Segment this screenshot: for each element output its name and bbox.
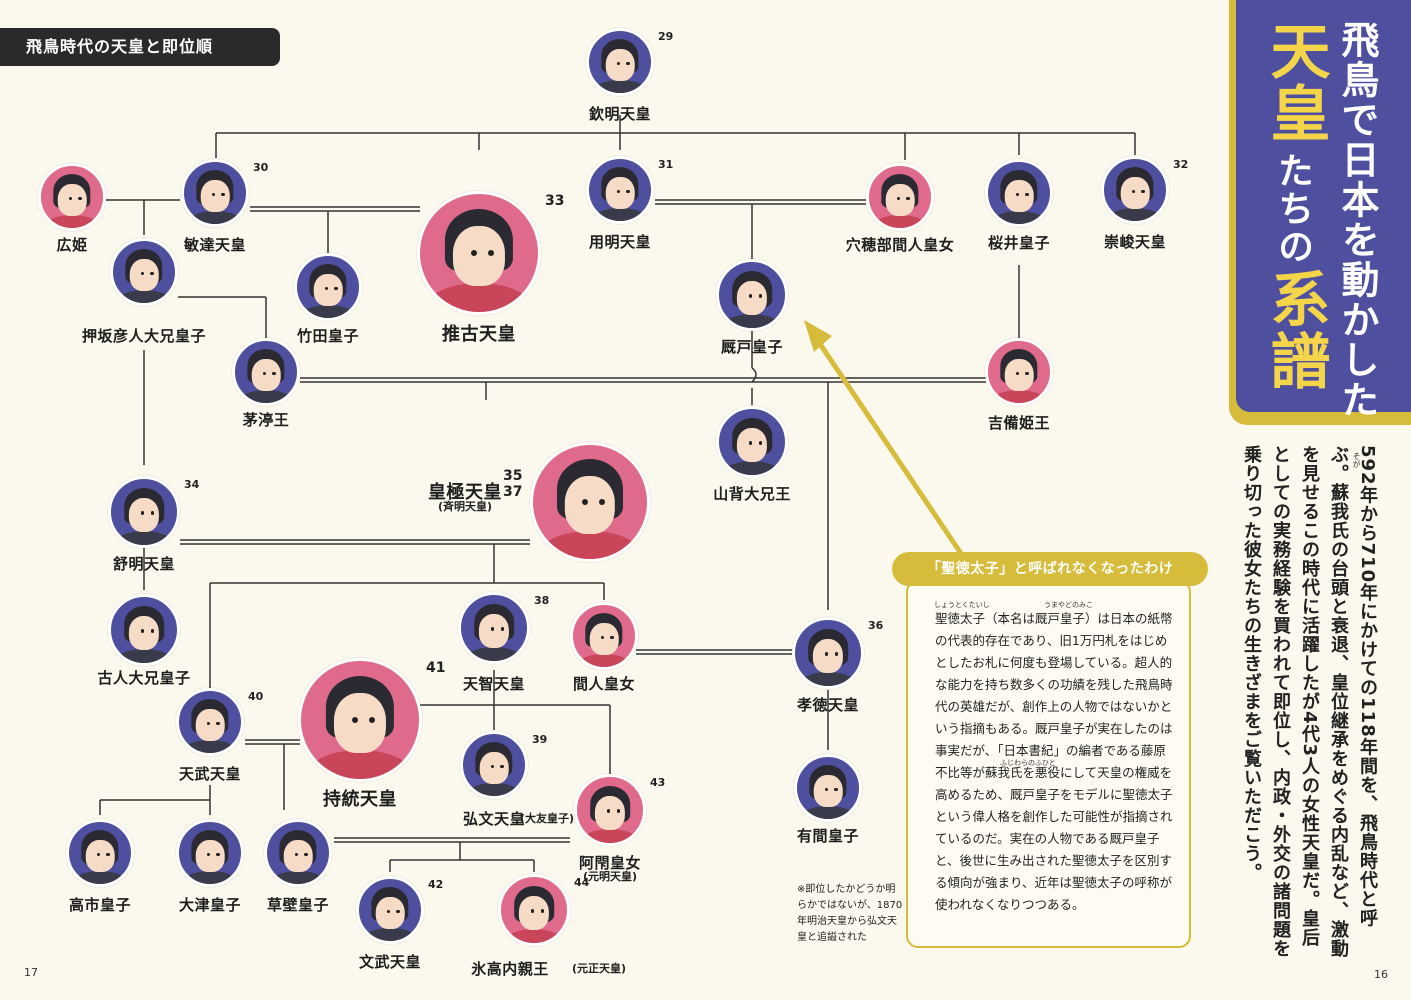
- name-kobun: 弘文天皇: [462, 810, 526, 828]
- reign-number-kotoku: 36: [868, 619, 884, 632]
- portrait-sushun: [1101, 156, 1169, 224]
- name-takeda: 竹田皇子: [296, 327, 360, 345]
- reign-number-mommu: 42: [428, 878, 444, 891]
- portrait-kobun: [460, 731, 528, 799]
- name-takechi: 高市皇子: [68, 896, 132, 914]
- name-kibi: 吉備姫王: [987, 414, 1051, 432]
- portrait-gemmei: [574, 774, 646, 846]
- portrait-takeda: [294, 253, 362, 321]
- portrait-hashihito: [570, 602, 638, 670]
- portrait-jomei: [108, 476, 180, 548]
- alt-name-kobun: (大友皇子): [520, 812, 575, 825]
- title-box: [1236, 0, 1411, 412]
- page-number-right: 16: [1374, 968, 1388, 981]
- name-suiko: 推古天皇: [442, 324, 516, 345]
- reign-number-kobun: 39: [532, 733, 548, 746]
- name-kinmei: 欽明天皇: [588, 105, 652, 123]
- portrait-hidaka: [498, 874, 570, 946]
- name-otsu: 大津皇子: [178, 896, 242, 914]
- name-sushun: 崇峻天皇: [1103, 233, 1167, 251]
- portrait-kusakabe: [264, 819, 332, 887]
- callout-box: [906, 580, 1191, 948]
- portrait-takechi: [66, 819, 134, 887]
- portrait-sakurai: [985, 159, 1053, 227]
- intro-text: 592年から710年にかけての118年間を、飛鳥時代と呼ぶ。蘇我氏の台頭と衰退、…: [1241, 445, 1378, 958]
- portrait-hirohime: [38, 163, 106, 231]
- name-tenji: 天智天皇: [462, 675, 526, 693]
- reign-number-suiko: 33: [545, 193, 565, 209]
- portrait-suiko: [417, 191, 541, 315]
- portrait-yomei: [586, 156, 654, 224]
- name-hirohime: 広姫: [56, 236, 88, 254]
- name-hashihito: 間人皇女: [572, 675, 636, 693]
- name-gemmei: 阿閇皇女: [578, 854, 642, 872]
- name-bidatsu: 敏達天皇: [183, 236, 247, 254]
- reign-number-kinmei: 29: [658, 30, 674, 43]
- title-big2: 系譜: [1260, 268, 1330, 392]
- reign-number-jito: 41: [426, 660, 446, 676]
- reign-number-yomei: 31: [658, 158, 674, 171]
- portrait-furuhito: [108, 594, 180, 666]
- reign-number-bidatsu: 30: [253, 161, 269, 174]
- portrait-tenmu: [176, 688, 244, 756]
- portrait-kinmei: [586, 28, 654, 96]
- name-kotoku: 孝徳天皇: [796, 696, 860, 714]
- ruby-soga: そが: [1352, 452, 1361, 468]
- name-hidaka: 氷高内親王: [471, 960, 549, 978]
- portrait-oshisaka: [110, 238, 178, 306]
- title-line1: 飛鳥で日本を動かした: [1335, 20, 1379, 420]
- name-yomei: 用明天皇: [588, 233, 652, 251]
- reign-number-kogyoku: 35 37: [503, 468, 523, 500]
- alt-name-hidaka: (元正天皇): [572, 962, 627, 975]
- portrait-kibi: [985, 338, 1053, 406]
- ruby-umayado: うまやどのみこ: [1044, 601, 1093, 609]
- name-jomei: 舒明天皇: [112, 555, 176, 573]
- portrait-yamashiro: [716, 406, 788, 478]
- reign-number-tenji: 38: [534, 594, 550, 607]
- alt-name-gemmei: (元明天皇): [582, 870, 638, 883]
- alt-name-kogyoku: (斉明天皇): [437, 500, 493, 513]
- name-yamashiro: 山背大兄王: [713, 485, 791, 503]
- callout-body: 聖徳太子（本名は厩戸皇子）は日本の紙幣の代表的存在であり、旧1万円札をはじめとし…: [935, 611, 1173, 912]
- portrait-mommu: [356, 876, 424, 944]
- name-anahobe: 穴穂部間人皇女: [845, 236, 955, 254]
- reign-number-gemmei: 43: [650, 776, 666, 789]
- reign-number-sushun: 32: [1173, 158, 1189, 171]
- footnote: ※即位したかどうか明らかではないが、1870年明治天皇から弘文天皇と追謚された: [797, 884, 903, 943]
- ruby-fujiwara: ふじわらのふひと: [1000, 759, 1056, 767]
- name-chinu: 茅渟王: [242, 411, 290, 429]
- title-big1: 天皇: [1260, 20, 1330, 144]
- portrait-arima: [794, 754, 862, 822]
- name-kusakabe: 草壁皇子: [266, 896, 330, 914]
- name-kogyoku: 皇極天皇: [428, 482, 502, 503]
- portrait-kogyoku: [530, 442, 650, 562]
- portrait-anahobe: [866, 163, 934, 231]
- name-tenmu: 天武天皇: [178, 765, 242, 783]
- section-header: 飛鳥時代の天皇と即位順: [0, 28, 280, 66]
- name-sakurai: 桜井皇子: [987, 234, 1051, 252]
- portrait-jito: [298, 658, 422, 782]
- name-mommu: 文武天皇: [358, 953, 422, 971]
- name-furuhito: 古人大兄皇子: [97, 669, 191, 687]
- ruby-shotoku: しょうとくたいし: [934, 601, 990, 609]
- portrait-tenji: [458, 592, 530, 664]
- portrait-otsu: [176, 819, 244, 887]
- reign-number-tenmu: 40: [248, 690, 264, 703]
- name-jito: 持統天皇: [323, 789, 397, 810]
- name-oshisaka: 押坂彦人大兄皇子: [81, 327, 207, 345]
- reign-number-hidaka: 44: [574, 876, 590, 889]
- portrait-chinu: [232, 338, 300, 406]
- name-arima: 有間皇子: [796, 827, 860, 845]
- reign-number-jomei: 34: [184, 478, 200, 491]
- page-number-left: 17: [24, 966, 38, 979]
- portrait-umayado: [716, 259, 788, 331]
- portrait-bidatsu: [181, 159, 249, 227]
- callout-title: 「聖徳太子」と呼ばれなくなったわけ: [892, 552, 1208, 586]
- portrait-kotoku: [792, 617, 864, 689]
- name-umayado: 厩戸皇子: [720, 338, 784, 356]
- title-mid: たちの: [1272, 152, 1313, 266]
- callout-arrow: [804, 320, 965, 557]
